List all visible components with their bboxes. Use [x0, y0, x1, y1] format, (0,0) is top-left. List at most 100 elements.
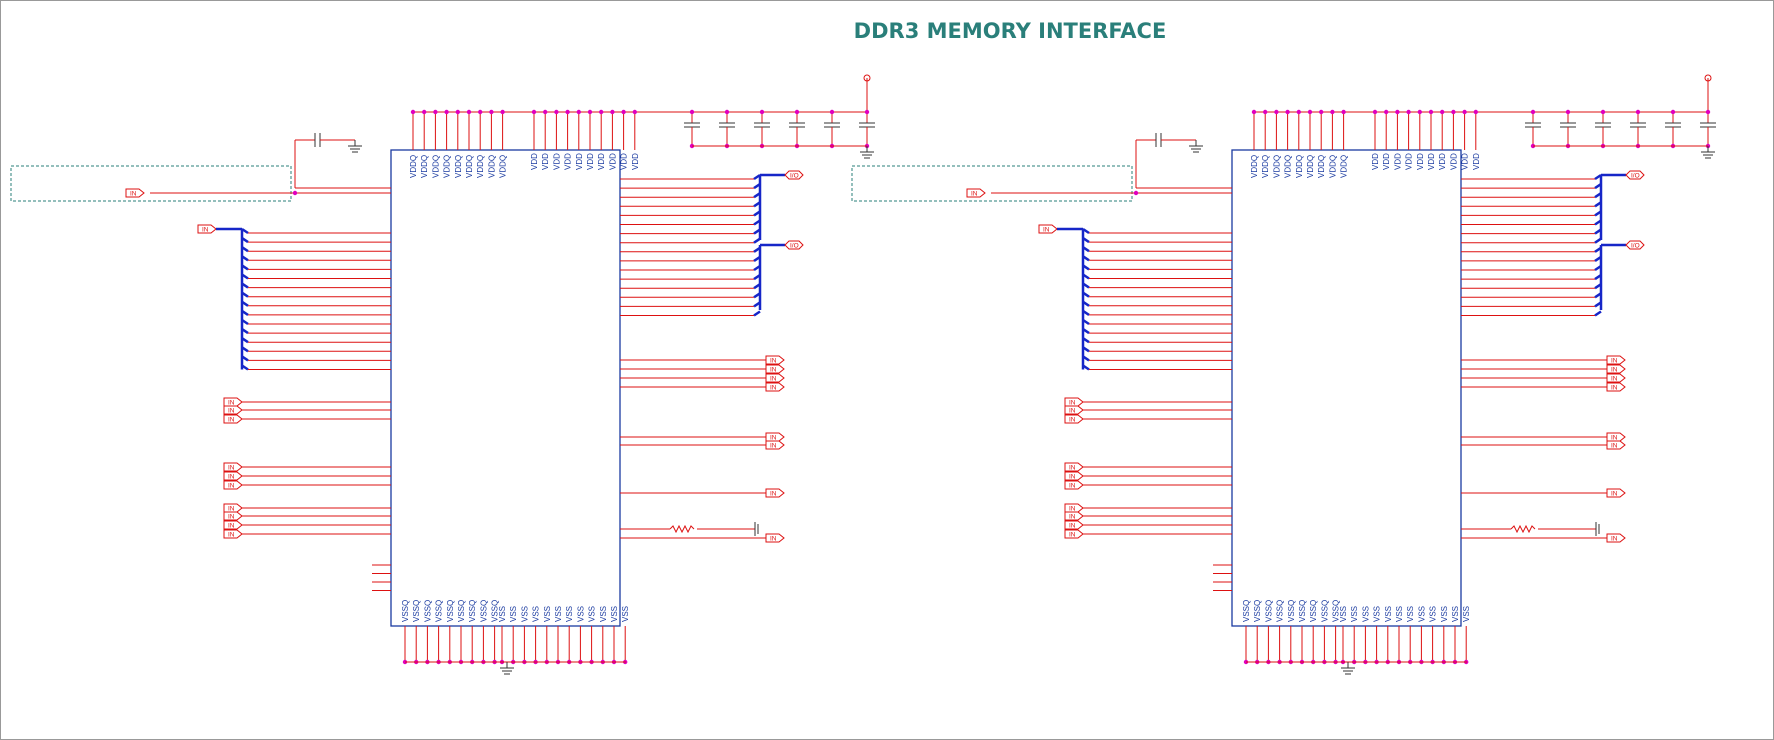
bus-entry: [1082, 364, 1090, 371]
junction-dot: [1319, 109, 1324, 115]
junction-dot: [466, 109, 472, 115]
ctrl-port: [765, 488, 785, 498]
pin-name: VSS: [1395, 606, 1404, 622]
port-label: IN: [1069, 465, 1076, 472]
port-label: IN: [770, 376, 777, 383]
pin-name: VSSQ: [412, 600, 421, 622]
junction-dot: [759, 109, 765, 115]
ctrl-port: [1606, 355, 1626, 365]
ctrl-port: [223, 520, 243, 530]
pin-name: VDDQ: [1272, 155, 1281, 178]
junction-dot: [1406, 109, 1411, 115]
pin-name: VSS: [599, 606, 608, 622]
junction-dot: [531, 109, 537, 115]
bus-entry: [1082, 237, 1090, 244]
bus-entry: [753, 310, 761, 317]
pin-name: VSSQ: [491, 600, 500, 622]
pin-name: VSS: [621, 606, 630, 622]
port-label: IN: [1611, 376, 1618, 383]
pin-name: VDD: [530, 153, 539, 170]
port-label: IN: [130, 191, 137, 198]
junction-dot: [1451, 109, 1456, 115]
port-label: IN: [228, 417, 235, 424]
port-label: IN: [1611, 358, 1618, 365]
junction-dot: [864, 109, 870, 115]
pin-name: VSSQ: [1264, 600, 1273, 622]
junction-dot: [489, 109, 494, 115]
pin-name: VSS: [588, 606, 597, 622]
ctrl-port: [765, 373, 785, 383]
junction-dot: [587, 109, 593, 115]
junction-dot: [554, 109, 559, 115]
ctrl-port: [1606, 373, 1626, 383]
bus-entry: [241, 364, 249, 371]
port-label: IN: [228, 408, 235, 415]
port-label: IN: [228, 514, 235, 521]
bus-entry: [1082, 328, 1090, 335]
junction-dot: [1384, 109, 1389, 115]
bus-entry: [241, 300, 249, 307]
pin-name: VDDQ: [1295, 155, 1304, 178]
pin-name: VSS: [1440, 606, 1449, 622]
pin-name: VSS: [610, 606, 619, 622]
junction-dot: [724, 109, 730, 115]
junction-dot: [1530, 109, 1536, 115]
pin-name: VDD: [1427, 153, 1436, 170]
pin-name: VSS: [1339, 606, 1348, 622]
port-label: IN: [1611, 491, 1618, 498]
bus-entry: [241, 282, 249, 289]
port-label: IN: [228, 400, 235, 407]
power-symbol: [1704, 74, 1712, 82]
port-label: IN: [1069, 408, 1076, 415]
junction-dot: [410, 109, 416, 115]
port-label: I/O: [1631, 173, 1640, 180]
bus-entry: [241, 309, 249, 316]
junction-dot: [621, 109, 626, 115]
ctrl-port: [1064, 397, 1084, 407]
junction-dot: [1600, 109, 1606, 115]
ctrl-port: [1064, 503, 1084, 513]
junction-dot: [794, 109, 800, 115]
pin-name: VSS: [565, 606, 574, 622]
pin-name: VSS: [1384, 606, 1393, 622]
port-label: I/O: [790, 243, 799, 250]
vref-port: [966, 188, 986, 198]
pin-name: VSS: [1417, 606, 1426, 622]
ctrl-port: [223, 511, 243, 521]
bus-entry: [241, 318, 249, 326]
trace-note-box: [851, 165, 1133, 202]
port-label: IN: [202, 227, 209, 234]
bus-entry: [1082, 282, 1090, 289]
bus-entry: [1082, 273, 1090, 280]
junction-dot: [1274, 109, 1279, 115]
port-label: IN: [1069, 474, 1076, 481]
ctrl-port: [1606, 364, 1626, 374]
junction-dot: [565, 109, 570, 115]
addr-bus-port: [1038, 224, 1058, 234]
pin-name: VSSQ: [468, 600, 477, 622]
bus-entry: [241, 355, 249, 362]
ctrl-port: [765, 533, 785, 543]
junction-dot: [500, 109, 505, 115]
junction-dot: [1285, 109, 1290, 115]
port-label: IN: [228, 506, 235, 513]
port-label: IN: [1069, 506, 1076, 513]
trace-note-box: [10, 165, 292, 202]
pin-name: VSS: [1361, 606, 1370, 622]
port-label: IN: [1611, 443, 1618, 450]
pin-name: VSSQ: [1332, 600, 1341, 622]
junction-dot: [292, 190, 298, 196]
bus-entry: [1082, 300, 1090, 307]
ctrl-port: [1064, 462, 1084, 472]
pin-name: VDD: [631, 153, 640, 170]
port-bidir: [1625, 240, 1645, 250]
junction-dot: [1428, 109, 1434, 115]
port-bidir: [784, 240, 804, 250]
port-bidir: [784, 170, 804, 180]
junction-dot: [576, 109, 581, 115]
junction-dot: [1133, 190, 1139, 196]
port-label: IN: [770, 385, 777, 392]
pin-name: VDD: [1382, 153, 1391, 170]
pin-name: VSS: [1373, 606, 1382, 622]
pin-name: VSSQ: [479, 600, 488, 622]
